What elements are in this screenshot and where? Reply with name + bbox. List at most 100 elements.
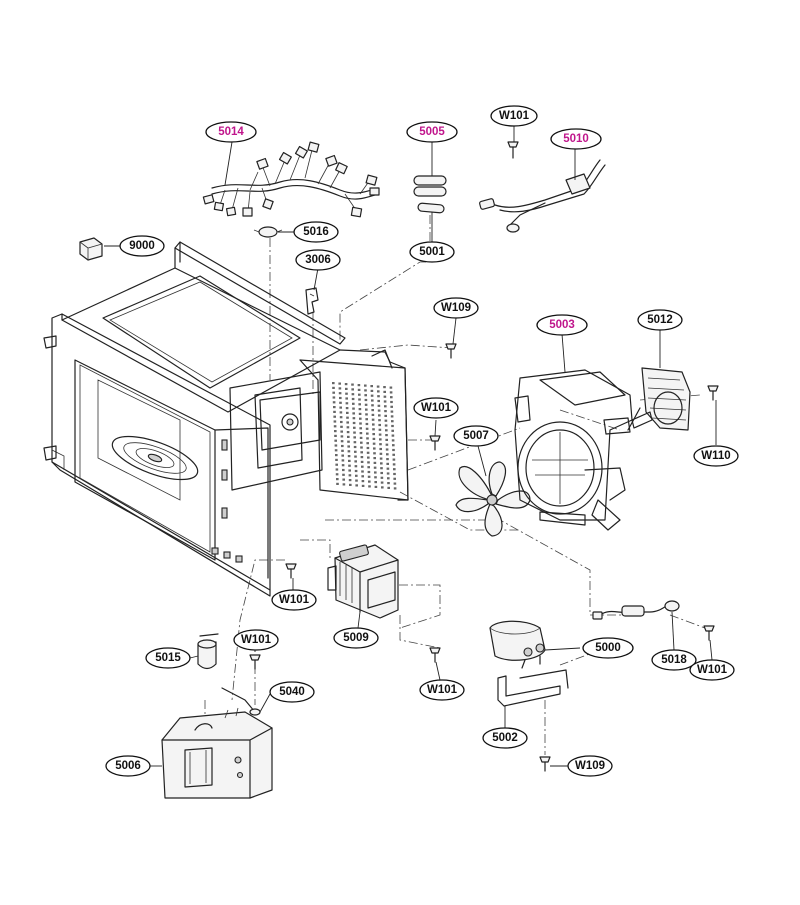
vent-hole xyxy=(332,382,335,385)
guide-line xyxy=(399,615,441,649)
vent-hole xyxy=(342,478,345,481)
vent-hole xyxy=(372,428,375,431)
vent-hole xyxy=(372,437,376,440)
vent-hole xyxy=(346,426,350,429)
part-label-3006: 3006 xyxy=(295,249,341,271)
label-text: 5014 xyxy=(218,126,244,138)
part-label-5007: 5007 xyxy=(453,425,499,447)
capacitor xyxy=(489,620,546,669)
vent-hole xyxy=(341,459,345,462)
vent-hole xyxy=(364,398,368,402)
part-label-5016: 5016 xyxy=(293,221,339,243)
vent-hole xyxy=(377,409,381,412)
vent-hole xyxy=(379,447,382,451)
part-label-w101-mid: W101 xyxy=(413,397,459,419)
vent-hole xyxy=(332,386,335,389)
slot xyxy=(221,439,228,451)
vent-hole xyxy=(354,450,357,453)
vent-hole xyxy=(360,451,363,454)
guide-line xyxy=(231,559,285,701)
vent-hole xyxy=(380,467,383,470)
part-label-5009: 5009 xyxy=(333,627,379,649)
vent-hole xyxy=(335,463,338,466)
vent-hole xyxy=(334,449,338,452)
label-text: 5002 xyxy=(492,732,518,744)
vent-hole xyxy=(354,460,357,463)
wire-harness xyxy=(202,141,380,218)
vent-hole xyxy=(379,443,382,446)
guide-line xyxy=(559,409,621,431)
vent-hole xyxy=(333,410,336,413)
vent-hole xyxy=(391,429,394,432)
vent-hole xyxy=(338,387,342,390)
slot xyxy=(223,551,231,559)
screw xyxy=(285,563,297,579)
label-text: W101 xyxy=(279,594,310,606)
label-text: 5016 xyxy=(303,226,329,238)
vent-hole xyxy=(390,400,393,404)
vent-hole xyxy=(346,421,349,424)
vent-hole xyxy=(371,413,375,416)
screw xyxy=(707,385,719,401)
part-label-w109-top: W109 xyxy=(433,297,479,319)
vent-hole xyxy=(342,473,345,476)
vent-hole xyxy=(391,424,394,428)
vent-hole xyxy=(355,479,358,482)
vent-hole xyxy=(342,468,345,472)
vent-hole xyxy=(393,468,396,471)
screw xyxy=(507,141,519,159)
vent-hole xyxy=(335,468,339,471)
slot xyxy=(211,547,219,555)
vent-hole xyxy=(368,485,371,488)
vent-hole xyxy=(391,434,395,437)
vent-hole xyxy=(351,383,354,386)
vent-hole xyxy=(352,421,356,425)
vent-hole xyxy=(364,389,367,392)
vent-hole xyxy=(390,410,394,413)
label-text: W101 xyxy=(421,402,452,414)
label-text: 5009 xyxy=(343,632,369,644)
screw xyxy=(249,654,261,670)
vent-hole xyxy=(339,416,343,419)
part-label-5010: 5010 xyxy=(550,128,602,150)
guide-line xyxy=(300,539,331,560)
vent-hole xyxy=(354,469,358,473)
vent-hole xyxy=(353,436,356,439)
vent-hole xyxy=(389,386,393,389)
vent-hole xyxy=(359,427,362,430)
vent-hole xyxy=(380,471,383,475)
part-label-5040: 5040 xyxy=(269,681,315,703)
vent-hole xyxy=(347,435,350,438)
vent-hole xyxy=(354,455,357,458)
vent-hole xyxy=(353,426,356,429)
thermal-fuse xyxy=(197,633,219,670)
vent-hole xyxy=(352,412,355,415)
vent-hole xyxy=(352,407,355,410)
vent-hole xyxy=(338,392,342,395)
label-text: W109 xyxy=(575,760,605,772)
fan-blade xyxy=(455,461,531,537)
vent-hole xyxy=(389,391,393,394)
knob-part xyxy=(79,237,103,261)
vent-hole xyxy=(339,396,342,400)
vent-hole xyxy=(357,388,361,391)
fuse-set xyxy=(413,175,447,214)
vent-hole xyxy=(386,453,389,456)
part-label-w109-bottom: W109 xyxy=(567,755,613,777)
vent-hole xyxy=(365,408,368,411)
vent-hole xyxy=(370,389,374,392)
bracket xyxy=(305,287,319,315)
vent-hole xyxy=(387,477,390,480)
part-label-5018: 5018 xyxy=(651,649,697,671)
vent-hole xyxy=(377,399,380,403)
vent-hole xyxy=(390,415,394,418)
vent-hole xyxy=(378,419,381,422)
vent-hole xyxy=(367,466,370,469)
part-label-w101-left: W101 xyxy=(271,589,317,611)
vent-hole xyxy=(364,394,367,397)
transformer xyxy=(161,707,273,799)
vent-hole xyxy=(347,445,350,448)
part-label-w101-lower: W101 xyxy=(233,629,279,651)
vent-hole xyxy=(348,464,351,467)
